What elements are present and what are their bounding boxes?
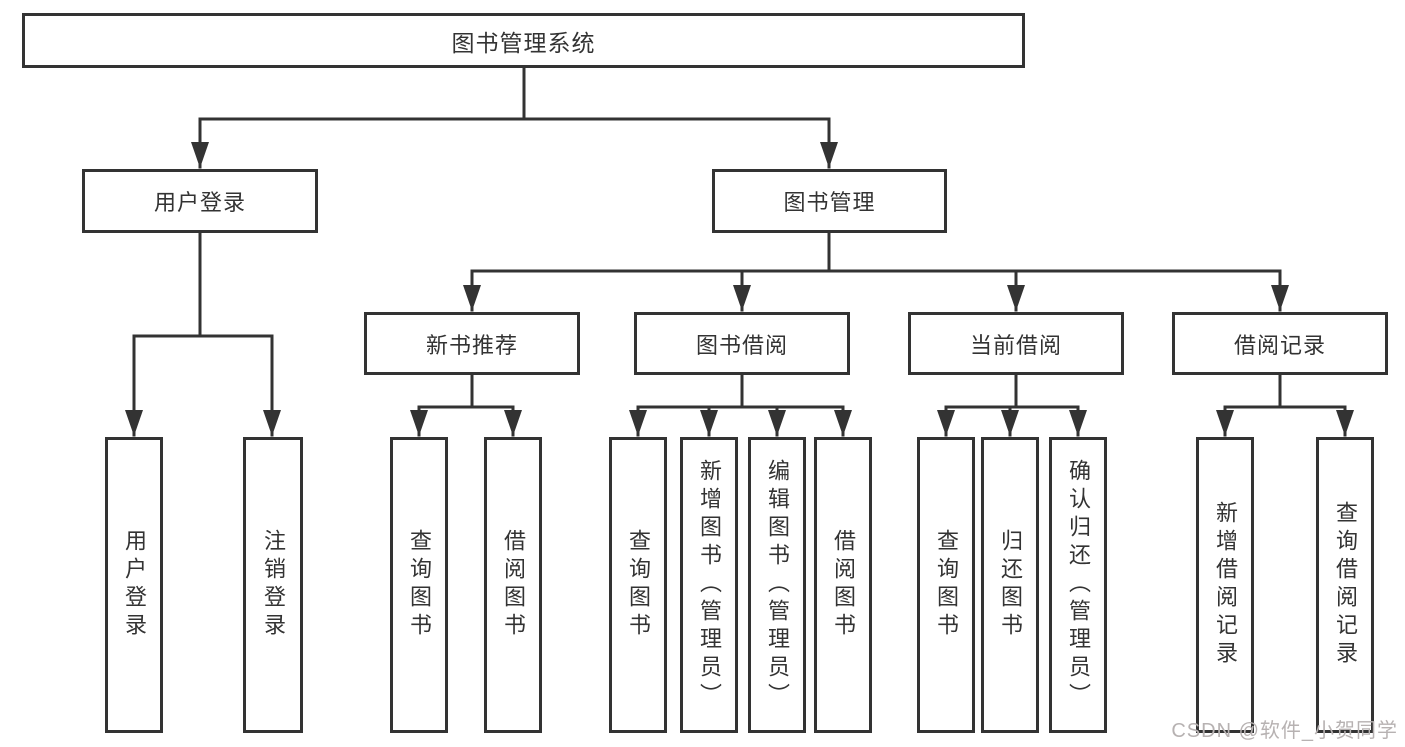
leaf-label: 用户登录 (122, 529, 147, 641)
leaf-label: 确认归还（管理员） (1066, 459, 1091, 711)
node-label: 图书借阅 (695, 332, 788, 358)
leaf-label: 新增借阅记录 (1213, 501, 1238, 669)
leaf-label: 新增图书（管理员） (697, 459, 722, 711)
node-label: 借阅记录 (1233, 332, 1326, 358)
leaf-user-login: 用户登录 (105, 437, 163, 733)
leaf-confirm-return-admin: 确认归还（管理员） (1049, 437, 1107, 733)
leaf-label: 查询图书 (934, 529, 959, 641)
leaf-add-books-admin: 新增图书（管理员） (680, 437, 738, 733)
leaf-label: 查询图书 (407, 529, 432, 641)
leaf-query-books-recommend: 查询图书 (390, 437, 448, 733)
node-library-management-system: 图书管理系统 (22, 13, 1025, 68)
node-label: 图书管理系统 (451, 29, 596, 56)
node-label: 图书管理 (783, 190, 876, 215)
leaf-edit-books-admin: 编辑图书（管理员） (748, 437, 806, 733)
leaf-label: 查询图书 (626, 529, 651, 641)
leaf-logout: 注销登录 (243, 437, 303, 733)
leaf-return-books: 归还图书 (981, 437, 1039, 733)
node-current-borrow: 当前借阅 (908, 312, 1124, 375)
csdn-watermark: CSDN @软件_小贺同学 (1171, 720, 1398, 742)
leaf-label: 借阅图书 (831, 529, 856, 641)
leaf-label: 查询借阅记录 (1333, 501, 1358, 669)
leaf-label: 借阅图书 (501, 529, 526, 641)
leaf-label: 归还图书 (998, 529, 1023, 641)
leaf-label: 注销登录 (261, 529, 286, 641)
node-borrow-records: 借阅记录 (1172, 312, 1388, 375)
leaf-add-borrow-record: 新增借阅记录 (1196, 437, 1254, 733)
node-label: 用户登录 (153, 190, 246, 215)
node-book-management: 图书管理 (712, 169, 947, 233)
node-new-book-recommend: 新书推荐 (364, 312, 580, 375)
leaf-query-borrow-record: 查询借阅记录 (1316, 437, 1374, 733)
node-label: 当前借阅 (969, 332, 1062, 358)
leaf-query-books-borrow: 查询图书 (609, 437, 667, 733)
leaf-label: 编辑图书（管理员） (765, 459, 790, 711)
leaf-borrow-books-recommend: 借阅图书 (484, 437, 542, 733)
node-user-login: 用户登录 (82, 169, 318, 233)
node-book-borrow: 图书借阅 (634, 312, 850, 375)
node-label: 新书推荐 (425, 332, 518, 358)
leaf-borrow-books: 借阅图书 (814, 437, 872, 733)
leaf-query-books-current: 查询图书 (917, 437, 975, 733)
